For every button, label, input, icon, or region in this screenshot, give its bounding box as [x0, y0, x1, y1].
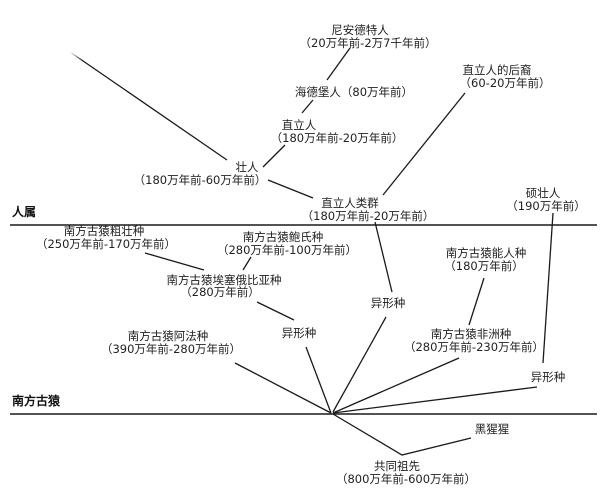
- node-date: （180万年前-20万年前）: [302, 209, 435, 223]
- node-name: 直立人的后裔: [463, 63, 532, 77]
- node-habilis: 南方古猿能人种 （180万年前）: [444, 246, 526, 273]
- node-name: 黑猩猩: [475, 422, 510, 436]
- node-variant-middle: 异形种: [371, 296, 406, 310]
- node-name: 壮人: [236, 160, 259, 174]
- node-ergaster: 壮人 （180万年前-60万年前）: [134, 160, 267, 187]
- node-date: （180万年前-60万年前）: [134, 173, 267, 187]
- node-name: 南方古猿埃塞俄比亚种: [167, 273, 282, 287]
- node-aethiopicus: 南方古猿埃塞俄比亚种 （280万年前）: [167, 273, 282, 299]
- node-name: 南方古猿阿法种: [128, 329, 209, 343]
- node-name: 异形种: [282, 326, 317, 340]
- branch-line: [262, 144, 286, 168]
- branch-line: [326, 47, 351, 81]
- branch-line: [332, 316, 387, 413]
- node-africanus: 南方古猿非洲种 （280万年前-230万年前）: [404, 327, 544, 354]
- branch-line: [332, 386, 538, 414]
- branch-line: [468, 277, 485, 326]
- homo-level-label: 人属: [12, 204, 36, 219]
- node-erectus: 直立人 （180万年前-20万年前）: [271, 118, 404, 145]
- branch-line: [256, 301, 295, 321]
- node-name: 南方古猿非洲种: [431, 327, 512, 341]
- node-name: 尼安德特人: [331, 23, 389, 37]
- branch-line: [305, 346, 332, 414]
- node-afarensis: 南方古猿阿法种 （390万年前-280万年前）: [101, 329, 241, 356]
- node-name: 直立人类群: [321, 196, 379, 210]
- node-date: （190万年前）: [506, 199, 585, 213]
- node-robustus: 南方古猿粗壮种 （250万年前-170万年前）: [36, 224, 176, 251]
- node-name: 直立人: [282, 118, 317, 132]
- node-erectus-group: 直立人类群 （180万年前-20万年前）: [302, 196, 435, 223]
- branch-line: [332, 357, 460, 414]
- node-name: 异形种: [531, 370, 566, 384]
- node-name: 硕壮人: [526, 186, 561, 200]
- branch-line: [382, 92, 466, 196]
- node-heidelberg: 海德堡人（80万年前）: [295, 85, 413, 99]
- node-date: （60-20万年前）: [460, 76, 551, 90]
- node-date: （280万年前）: [180, 285, 259, 299]
- node-date: （800万年前-600万年前）: [336, 472, 476, 486]
- branch-line: [374, 221, 393, 293]
- node-name: 海德堡人（80万年前）: [295, 85, 413, 99]
- node-date: （180万年前）: [444, 259, 523, 273]
- australopithecus-level-label: 南方古猿: [12, 393, 61, 408]
- node-common-ancestor: 共同祖先 （800万年前-600万年前）: [336, 459, 476, 486]
- branch-line: [301, 99, 314, 114]
- node-name: 南方古猿粗壮种: [64, 224, 145, 238]
- branch-line: [332, 413, 472, 456]
- node-name: 异形种: [371, 296, 406, 310]
- node-neanderthal: 尼安德特人 （20万年前-2万7千年前）: [300, 23, 437, 50]
- branch-line: [234, 362, 332, 414]
- node-boisei: 南方古猿鲍氏种 （280万年前-100万年前）: [217, 230, 357, 257]
- node-variant-right: 异形种: [531, 370, 566, 384]
- branch-line: [242, 256, 252, 271]
- node-date: （390万年前-280万年前）: [101, 342, 241, 356]
- node-name: 南方古猿能人种: [446, 246, 527, 260]
- branch-line: [542, 212, 554, 364]
- node-date: （250万年前-170万年前）: [36, 237, 176, 251]
- node-date: （280万年前-100万年前）: [217, 243, 357, 257]
- node-chimpanzee: 黑猩猩: [475, 422, 510, 436]
- branch-line: [144, 252, 205, 271]
- node-rudolfensis: 硕壮人 （190万年前）: [506, 186, 585, 213]
- node-name: 共同祖先: [374, 459, 420, 473]
- node-date: （180万年前-20万年前）: [271, 131, 404, 145]
- node-date: （20万年前-2万7千年前）: [300, 36, 437, 50]
- node-date: （280万年前-230万年前）: [404, 340, 544, 354]
- branch-line: [267, 179, 314, 199]
- branch-line: [69, 51, 228, 161]
- node-variant-left: 异形种: [282, 326, 317, 340]
- node-erectus-descendants: 直立人的后裔 （60-20万年前）: [460, 63, 551, 90]
- node-name: 南方古猿鲍氏种: [243, 230, 324, 244]
